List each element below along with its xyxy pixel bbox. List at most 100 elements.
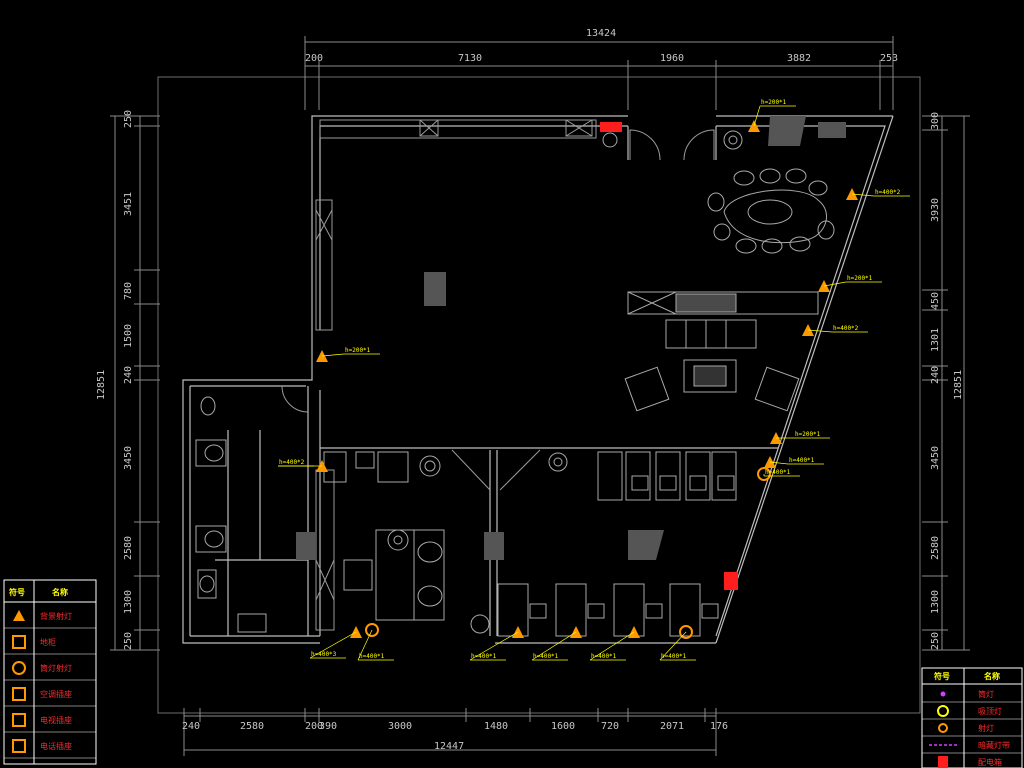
dim-top-seg: 1960: [660, 53, 684, 64]
device-height-tag: h=400*1: [471, 653, 497, 660]
device-marker: h=200*1: [818, 275, 882, 292]
dim-right-seg: 240: [930, 366, 941, 384]
legend-left-item-name: 电视插座: [40, 715, 72, 725]
device-height-tag: h=400*1: [591, 653, 617, 660]
dim-bottom-seg: 720: [601, 721, 619, 732]
office-furniture: [323, 451, 445, 621]
dim-top-total: 13424: [586, 28, 616, 39]
device-height-tag: h=400*2: [875, 189, 901, 196]
dim-top-seg: 253: [880, 53, 898, 64]
legend-right-item-name: 配电箱: [978, 757, 1002, 767]
legend-left-item-name: 筒灯射灯: [40, 663, 72, 673]
device-height-tag: h=400*2: [279, 459, 305, 466]
dim-right-seg: 3930: [930, 198, 941, 222]
device-height-tag: h=400*3: [311, 651, 337, 658]
legend-right-header-name: 名称: [984, 671, 1000, 681]
device-marker: h=400*1: [469, 626, 524, 661]
dim-left-seg: 1500: [123, 324, 134, 348]
legend-left-header-name: 名称: [52, 587, 68, 597]
doors: [281, 129, 715, 491]
sofa-area: [624, 291, 819, 412]
legend-right-item-name: 筒灯: [978, 689, 994, 699]
device-marker: h=200*1: [770, 431, 830, 444]
device-height-tag: h=200*1: [761, 99, 787, 106]
dim-right-seg: 300: [930, 112, 941, 130]
dim-left-seg: 780: [123, 282, 134, 300]
device-height-tag: h=200*1: [847, 275, 873, 282]
dim-left-seg: 3450: [123, 446, 134, 470]
device-marker: h=400*1: [764, 456, 824, 468]
dim-bottom-seg: 1600: [551, 721, 575, 732]
walls: [182, 115, 894, 644]
top-dimension-chain: [304, 36, 894, 110]
circle-device-icon: [679, 625, 693, 639]
toilets: [195, 396, 267, 633]
left-dimension-chain: [110, 115, 160, 651]
circle-device-icon: [365, 623, 379, 637]
legend-left-item-name: 电话插座: [40, 741, 72, 751]
dim-bottom-seg: 2071: [660, 721, 684, 732]
device-marker: h=400*3: [309, 626, 362, 659]
device-height-tag: h=200*1: [345, 347, 371, 354]
device-marker: h=400*1: [357, 623, 394, 661]
dim-left-seg: 2580: [123, 536, 134, 560]
device-marker: h=400*1: [589, 626, 640, 661]
dim-left-seg: 3451: [123, 192, 134, 216]
meeting-table-group: [707, 168, 835, 254]
dim-left-seg: 1300: [123, 590, 134, 614]
dim-right-seg: 1300: [930, 590, 941, 614]
dim-right-seg: 3450: [930, 446, 941, 470]
dim-top-seg: 7130: [458, 53, 482, 64]
dim-right-seg: 250: [930, 632, 941, 650]
dim-bottom-total: 12447: [434, 741, 464, 752]
device-height-tag: h=200*1: [795, 431, 821, 438]
legend-left-item-name: 空调插座: [40, 689, 72, 699]
workstations: [497, 451, 737, 637]
circle-device-icon: [12, 661, 26, 675]
legend-right-item-name: 吸顶灯: [978, 706, 1002, 716]
dim-left-seg: 250: [123, 110, 134, 128]
dim-right-seg: 1301: [930, 328, 941, 352]
dim-bottom-seg: 2580: [240, 721, 264, 732]
socket-device-icon: [12, 713, 26, 727]
device-marker: h=400*1: [531, 626, 582, 661]
dim-right-total: 12851: [953, 370, 964, 400]
built-in-cabinets: [315, 119, 597, 631]
device-marker: h=400*2: [278, 459, 328, 472]
legend-right-item-name: 暗藏灯带: [978, 740, 1010, 750]
ring-symbol-icon: [938, 723, 948, 733]
device-height-tag: h=400*2: [833, 325, 859, 332]
circle-device-icon: [757, 467, 771, 481]
device-height-tag: h=400*1: [533, 653, 559, 660]
dim-bottom-seg: 3000: [388, 721, 412, 732]
dot-symbol-icon: [940, 691, 946, 697]
device-markers: h=200*1 h=400*2 h=200*1 h=400*2 h=200*1 h=400…: [278, 99, 910, 661]
pillars: [296, 116, 846, 560]
device-marker: h=400*2: [802, 324, 868, 336]
dim-bottom-seg: 200: [305, 721, 323, 732]
bottom-dimension-chain: [183, 708, 717, 756]
dim-bottom-seg: 1480: [484, 721, 508, 732]
dim-left-seg: 250: [123, 632, 134, 650]
dim-right-seg: 2580: [930, 536, 941, 560]
red-box-symbol-icon: [938, 756, 948, 768]
dim-left-total: 12851: [96, 370, 107, 400]
device-marker: h=400*2: [846, 188, 910, 200]
device-height-tag: h=400*1: [789, 457, 815, 464]
device-height-tag: h=400*1: [359, 653, 385, 660]
legend-left-item-name: 背景射灯: [40, 611, 72, 621]
dim-top-seg: 3882: [787, 53, 811, 64]
distribution-box: [600, 122, 622, 132]
device-marker: h=400*1: [659, 625, 696, 661]
device-height-tag: h=400*1: [661, 653, 687, 660]
square-device-icon: [12, 635, 26, 649]
triangle-device-icon: [13, 610, 25, 621]
legend-left-header-symbol: 符号: [9, 587, 25, 597]
plants: [387, 130, 743, 634]
device-marker: h=200*1: [316, 347, 380, 362]
right-dimension-chain: [922, 115, 970, 651]
legend-right-header-symbol: 符号: [934, 671, 950, 681]
